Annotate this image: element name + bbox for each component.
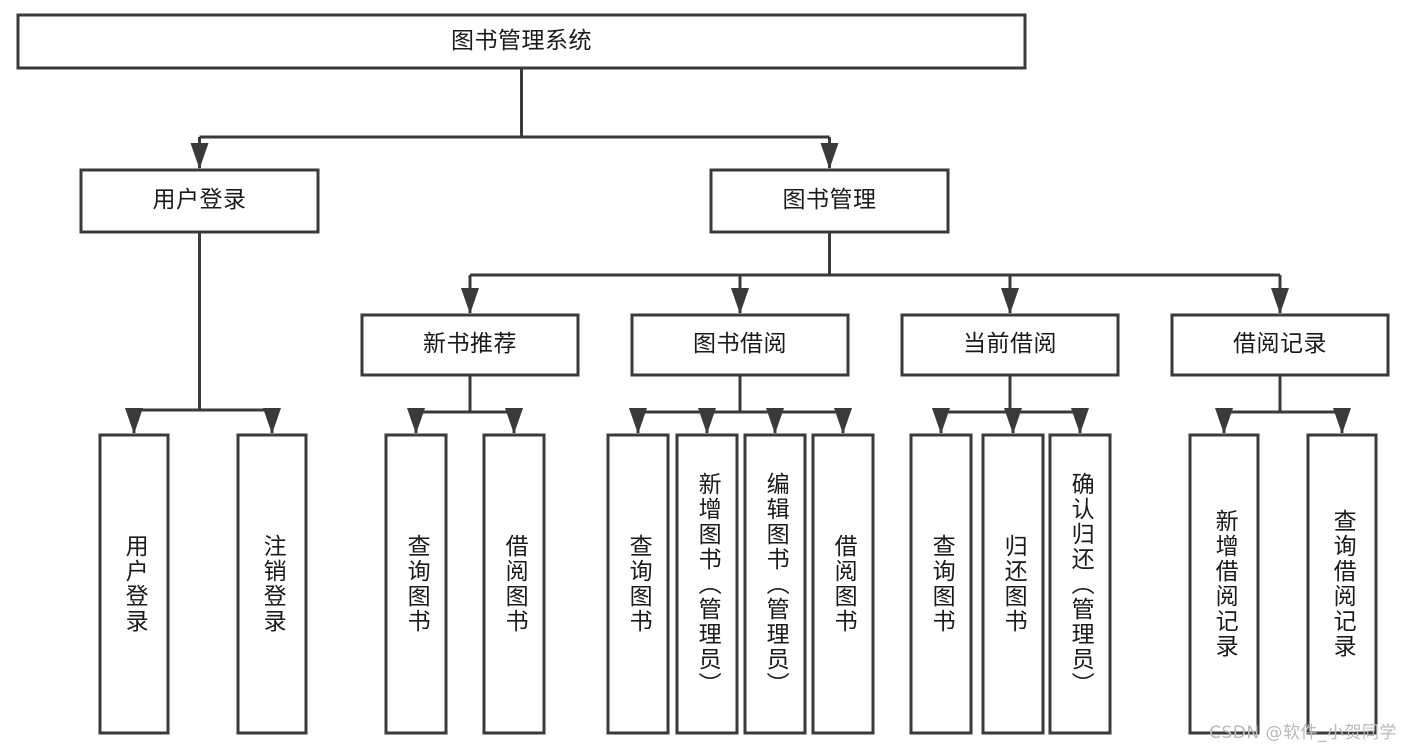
node-box-leaf-10[interactable] bbox=[1048, 433, 1112, 735]
arrow-head-current-borrow-0 bbox=[932, 408, 950, 434]
node-box-leaf-3[interactable] bbox=[482, 433, 546, 735]
node-box-level3-0[interactable] bbox=[360, 313, 580, 377]
node-box-leaf-8[interactable] bbox=[909, 433, 973, 735]
node-box-level3-2[interactable] bbox=[900, 313, 1120, 377]
node-box-leaf-6[interactable] bbox=[743, 433, 807, 735]
node-box-leaf-2[interactable] bbox=[384, 433, 448, 735]
node-box-leaf-9[interactable] bbox=[981, 433, 1045, 735]
connector-layer bbox=[125, 68, 1351, 434]
arrow-head-level3-3 bbox=[1271, 288, 1289, 314]
node-box-root-0[interactable] bbox=[16, 13, 1027, 70]
arrow-head-borrow-record-1 bbox=[1333, 408, 1351, 434]
arrow-head-level3-2 bbox=[1001, 288, 1019, 314]
arrow-head-new-book-1 bbox=[505, 408, 523, 434]
arrow-head-level3-0 bbox=[461, 288, 479, 314]
arrow-head-book-borrow-3 bbox=[834, 408, 852, 434]
node-box-leaf-5[interactable] bbox=[675, 433, 739, 735]
node-box-level2-1[interactable] bbox=[709, 168, 950, 234]
arrow-head-book-borrow-1 bbox=[698, 408, 716, 434]
arrow-head-user-login-1 bbox=[263, 408, 281, 434]
arrow-head-level2-0 bbox=[190, 143, 209, 169]
node-box-level2-0[interactable] bbox=[79, 168, 320, 234]
node-box-leaf-7[interactable] bbox=[811, 433, 875, 735]
arrow-head-new-book-0 bbox=[407, 408, 425, 434]
node-box-leaf-12[interactable] bbox=[1306, 433, 1378, 735]
node-box-leaf-11[interactable] bbox=[1188, 433, 1260, 735]
node-box-leaf-0[interactable] bbox=[98, 433, 170, 735]
arrow-head-level3-1 bbox=[731, 288, 749, 314]
arrow-head-level2-1 bbox=[820, 143, 839, 169]
arrow-head-current-borrow-1 bbox=[1004, 408, 1022, 434]
node-box-layer bbox=[16, 13, 1390, 735]
node-box-level3-1[interactable] bbox=[630, 313, 850, 377]
arrow-head-book-borrow-2 bbox=[766, 408, 784, 434]
node-box-leaf-4[interactable] bbox=[606, 433, 670, 735]
arrow-head-user-login-0 bbox=[125, 408, 143, 434]
arrow-head-borrow-record-0 bbox=[1215, 408, 1233, 434]
arrow-head-current-borrow-2 bbox=[1071, 408, 1089, 434]
node-box-level3-3[interactable] bbox=[1170, 313, 1390, 377]
arrow-head-book-borrow-0 bbox=[629, 408, 647, 434]
node-box-leaf-1[interactable] bbox=[236, 433, 308, 735]
